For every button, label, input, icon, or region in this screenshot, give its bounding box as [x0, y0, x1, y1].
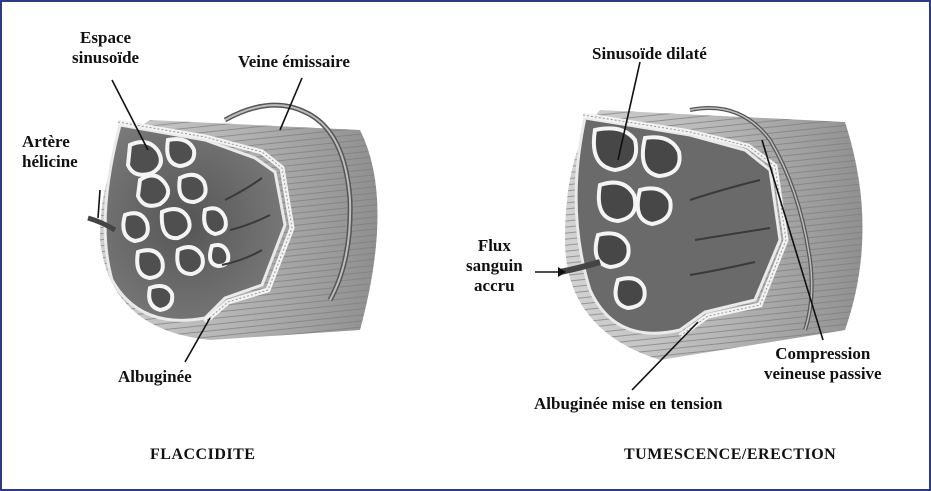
label-artere-helicine: Artère hélicine	[22, 132, 78, 172]
caption-tumescence: TUMESCENCE/ERECTION	[624, 446, 836, 464]
label-albuginee: Albuginée	[118, 367, 192, 387]
label-compression-veineuse: Compression veineuse passive	[764, 344, 882, 384]
label-veine-emissaire: Veine émissaire	[238, 52, 350, 72]
caption-flaccidite: FLACCIDITE	[150, 446, 255, 464]
label-albuginee-tension: Albuginée mise en tension	[534, 394, 722, 414]
label-sinusoide-dilate: Sinusoïde dilaté	[592, 44, 707, 64]
label-flux-sanguin: Flux sanguin accru	[466, 236, 523, 296]
label-espace-sinusoide: Espace sinusoïde	[72, 28, 139, 68]
flaccid-cross-section	[88, 105, 378, 340]
